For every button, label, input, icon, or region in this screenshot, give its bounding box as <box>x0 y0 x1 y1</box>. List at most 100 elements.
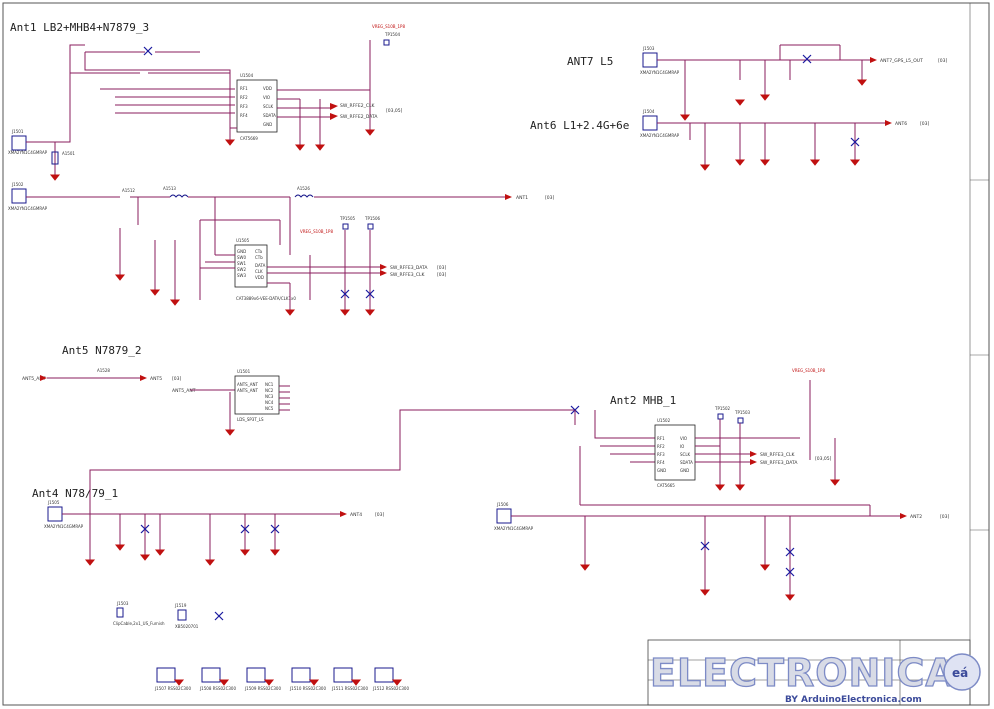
svg-text:SW_RFFE2_DATA: SW_RFFE2_DATA <box>340 114 378 120</box>
svg-text:J1512 RSS02C300: J1512 RSS02C300 <box>372 686 409 691</box>
svg-text:[03]: [03] <box>938 58 947 64</box>
svg-text:[03]: [03] <box>375 512 384 518</box>
svg-text:ANTS_ANT: ANTS_ANT <box>237 388 258 393</box>
svg-text:VIO: VIO <box>263 95 270 100</box>
svg-text:NC4: NC4 <box>265 400 274 405</box>
svg-text:eá: eá <box>952 666 968 680</box>
svg-text:SW2: SW2 <box>237 267 246 272</box>
ant5-circuit: ANT5_ANT ANT5 [03] A1528 ANT5_ANT U1501 … <box>22 368 290 436</box>
svg-text:LDS_SP3T_LS: LDS_SP3T_LS <box>237 417 264 422</box>
section-title-ant1: Ant1 LB2+MHB4+N7879_3 <box>10 21 149 34</box>
svg-text:RF2: RF2 <box>657 444 665 449</box>
svg-text:RF4: RF4 <box>657 460 665 465</box>
svg-text:SCLK: SCLK <box>263 104 274 109</box>
svg-text:SW1: SW1 <box>237 261 246 266</box>
svg-text:A1526: A1526 <box>297 186 310 191</box>
svg-text:[03,05]: [03,05] <box>386 108 403 114</box>
svg-text:ANT2: ANT2 <box>910 514 922 520</box>
svg-text:RF2: RF2 <box>240 95 248 100</box>
svg-text:[03,05]: [03,05] <box>815 456 832 462</box>
svg-text:U1502: U1502 <box>657 418 671 423</box>
svg-text:VDD: VDD <box>255 275 264 280</box>
svg-text:SW_RFFE3_CLK: SW_RFFE3_CLK <box>390 272 425 278</box>
svg-text:GND: GND <box>263 122 272 127</box>
svg-text:[03]: [03] <box>437 272 446 278</box>
svg-text:SW3: SW3 <box>237 273 246 278</box>
svg-text:ANT7_GPS_L5_OUT: ANT7_GPS_L5_OUT <box>880 58 923 64</box>
svg-text:VREG_S10B_1P8: VREG_S10B_1P8 <box>300 229 333 234</box>
svg-text:RF4: RF4 <box>240 113 248 118</box>
svg-text:ANTS_ANT: ANTS_ANT <box>237 382 258 387</box>
svg-text:[03]: [03] <box>437 265 446 271</box>
svg-text:TP1502: TP1502 <box>714 406 730 411</box>
svg-text:J1511 RSS02C300: J1511 RSS02C300 <box>331 686 368 691</box>
svg-text:SW0: SW0 <box>237 255 246 260</box>
svg-text:ANT5_ANT: ANT5_ANT <box>22 376 46 382</box>
svg-text:J1509 RSS02C300: J1509 RSS02C300 <box>244 686 281 691</box>
svg-text:GND: GND <box>237 249 246 254</box>
section-title-ant6: Ant6 L1+2.4G+6e <box>530 119 629 132</box>
svg-text:SDATA: SDATA <box>680 460 693 465</box>
svg-text:CAT5665: CAT5665 <box>657 483 675 488</box>
svg-text:NC3: NC3 <box>265 394 274 399</box>
svg-text:CTb: CTb <box>255 255 263 260</box>
svg-text:A1528: A1528 <box>97 368 110 373</box>
svg-text:J1504: J1504 <box>642 109 655 114</box>
svg-text:XMA2YN1C4GMRAP: XMA2YN1C4GMRAP <box>494 526 534 531</box>
svg-text:XMA2YN1C4GMRAP: XMA2YN1C4GMRAP <box>8 206 48 211</box>
svg-text:J1508 RSS02C300: J1508 RSS02C300 <box>199 686 236 691</box>
section-title-ant7: ANT7 L5 <box>567 55 613 68</box>
svg-text:RF3: RF3 <box>657 452 665 457</box>
svg-text:NC1: NC1 <box>265 382 274 387</box>
svg-text:RF1: RF1 <box>240 86 248 91</box>
svg-text:ANT5_ANT: ANT5_ANT <box>172 388 196 394</box>
svg-text:ANT5: ANT5 <box>150 376 162 382</box>
svg-text:SW_RFFE3_DATA: SW_RFFE3_DATA <box>760 460 798 466</box>
svg-text:IO: IO <box>680 444 684 449</box>
svg-text:J1503: J1503 <box>642 46 655 51</box>
svg-text:TP1506: TP1506 <box>364 216 380 221</box>
watermark-badge-icon: eá <box>943 653 981 691</box>
svg-text:SW_RFFE2_CLK: SW_RFFE2_CLK <box>340 103 375 109</box>
svg-text:J1506: J1506 <box>496 502 509 507</box>
svg-text:U1504: U1504 <box>240 73 254 78</box>
svg-text:J1501: J1501 <box>11 129 24 134</box>
svg-text:ANT6: ANT6 <box>895 121 907 127</box>
ant2-circuit: U1502 CAT5665 RF1 RF2 RF3 RF4 GND VIO IO… <box>494 368 949 601</box>
svg-text:[03]: [03] <box>940 514 949 520</box>
svg-text:ClipCable,2x1_US_Furnish: ClipCable,2x1_US_Furnish <box>113 621 165 626</box>
svg-text:U1505: U1505 <box>236 238 250 243</box>
svg-text:CAT5669: CAT5669 <box>240 136 258 141</box>
svg-text:J1502: J1502 <box>11 182 24 187</box>
svg-text:A1512: A1512 <box>122 188 135 193</box>
svg-text:J1510 RSS02C300: J1510 RSS02C300 <box>289 686 326 691</box>
ant4-circuit: J1505 XMA2YN1C4GMRAP ANT4 [03] <box>44 405 580 566</box>
watermark-brand: ELECTRONICA <box>650 651 956 695</box>
ant1-circuit: J1501 XMA2YN1C4GMRAP A1501 U1504 CAT5669… <box>8 24 405 181</box>
svg-text:XMA2YN1C4GMRAP: XMA2YN1C4GMRAP <box>640 70 680 75</box>
watermark-sub: BY ArduinoElectronica.com <box>785 695 922 705</box>
svg-text:SCLK: SCLK <box>680 452 691 457</box>
svg-text:SW_RFFE3_DATA: SW_RFFE3_DATA <box>390 265 428 271</box>
svg-text:XB5020701: XB5020701 <box>175 624 199 629</box>
svg-text:NC5: NC5 <box>265 406 274 411</box>
section-title-ant5: Ant5 N7879_2 <box>62 344 141 357</box>
svg-text:SDATA: SDATA <box>263 113 276 118</box>
svg-text:VIO: VIO <box>680 436 687 441</box>
svg-text:A1513: A1513 <box>163 186 176 191</box>
svg-text:RF1: RF1 <box>657 436 665 441</box>
svg-text:J1519: J1519 <box>174 603 187 608</box>
svg-text:TP1503: TP1503 <box>734 410 750 415</box>
svg-text:VREG_S10B_1P8: VREG_S10B_1P8 <box>792 368 825 373</box>
section-title-ant4: Ant4 N78/79_1 <box>32 487 118 500</box>
svg-text:TP1504: TP1504 <box>384 32 400 37</box>
svg-text:A1501: A1501 <box>62 151 75 156</box>
svg-text:XMA2YN1C4GMRAP: XMA2YN1C4GMRAP <box>8 150 48 155</box>
misc-parts: J1503 ClipCable,2x1_US_Furnish J1519 XB5… <box>113 601 224 629</box>
ant1-switch-circuit: J1502 XMA2YN1C4GMRAP ANT1 [03] A1512 A15… <box>8 182 554 316</box>
bottom-connectors: J1507 RSS02C300 J1508 RSS02C300 J1509 RS… <box>154 667 409 691</box>
svg-text:DATA: DATA <box>255 263 266 268</box>
svg-text:ANT4: ANT4 <box>350 512 362 518</box>
ant6-circuit: J1504 XMA2YN1C4GMRAP ANT6 [03] <box>640 109 929 171</box>
